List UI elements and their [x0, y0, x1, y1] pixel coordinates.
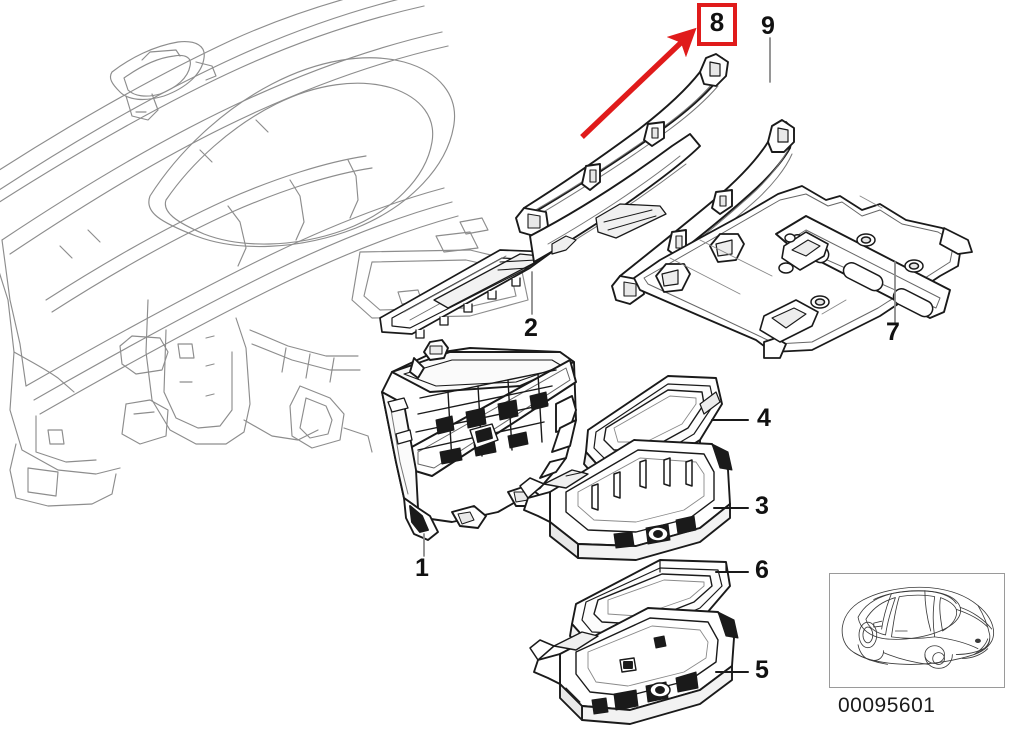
- red-arrow-shaft: [580, 27, 697, 139]
- callout-label-6: 6: [755, 556, 769, 584]
- callout-label-4: 4: [757, 404, 771, 432]
- callout-label-9: 9: [761, 12, 775, 40]
- diagram-id-caption: 00095601: [838, 694, 936, 717]
- vehicle-thumbnail-frame: [829, 573, 1005, 688]
- callout-label-1: 1: [415, 554, 429, 582]
- vehicle-thumbnail-illustration: [841, 586, 995, 669]
- callout-label-8: 8: [709, 7, 725, 37]
- callout-label-3: 3: [755, 492, 769, 520]
- callout-label-2: 2: [524, 314, 538, 342]
- highlight-box-part-8: [697, 3, 737, 46]
- callout-label-7: 7: [886, 318, 900, 346]
- callout-label-5: 5: [755, 656, 769, 684]
